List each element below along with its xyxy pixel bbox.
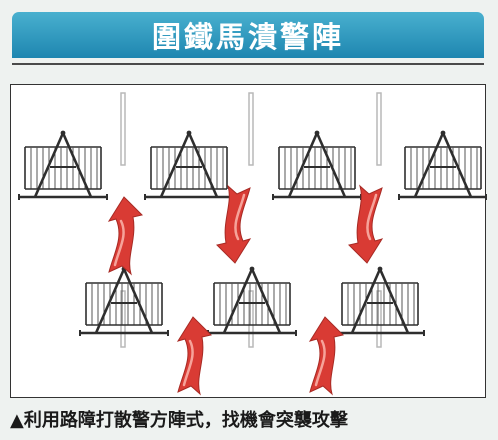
- page-title: 圍鐵馬潰警陣: [151, 20, 344, 54]
- pole: [120, 92, 126, 166]
- pole: [376, 92, 382, 166]
- title-bar: 圍鐵馬潰警陣: [12, 12, 484, 58]
- barrier: [397, 129, 487, 202]
- pole: [248, 290, 254, 348]
- diagram-frame: [10, 84, 487, 398]
- barrier: [143, 129, 235, 202]
- title-divider: [12, 63, 484, 65]
- figure-caption: ▲利用路障打散警方陣式，找機會突襲攻擊: [10, 410, 348, 431]
- arrow-up-icon: [308, 315, 345, 396]
- pole: [120, 290, 126, 348]
- barrier: [271, 129, 363, 202]
- arrow-group: [107, 184, 384, 396]
- pole: [248, 92, 254, 166]
- barrier-diagram: [17, 92, 487, 396]
- pole-group: [120, 92, 382, 348]
- barrier: [17, 129, 109, 202]
- arrow-up-icon: [176, 315, 213, 396]
- arrow-up-icon: [107, 195, 144, 276]
- pole: [376, 290, 382, 348]
